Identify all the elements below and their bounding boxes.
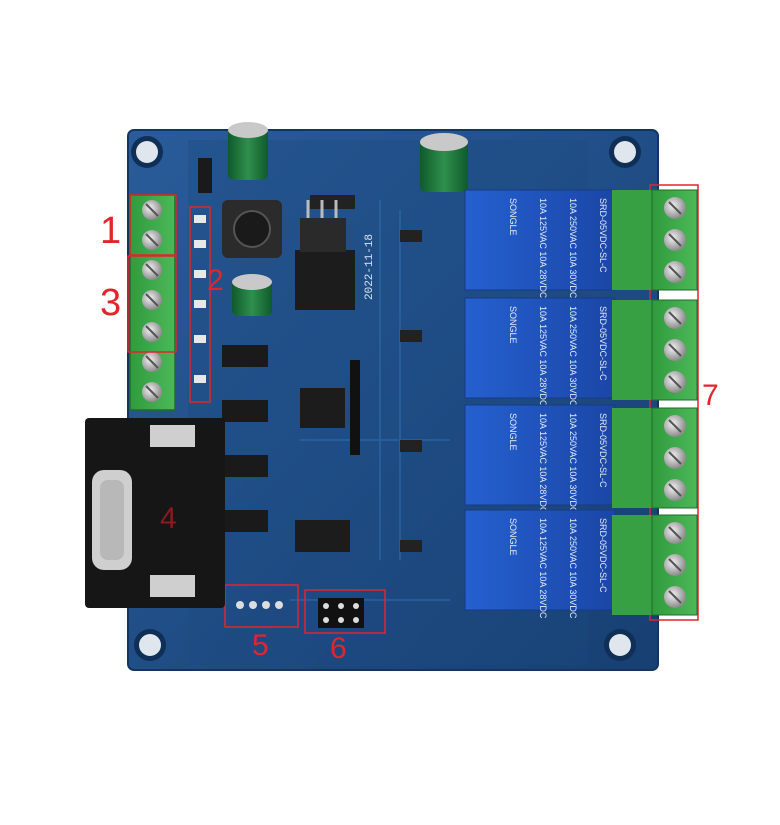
terminal-screw[interactable] (142, 260, 162, 280)
callout-5: 5 (252, 629, 269, 662)
relay: SRD-05VDC-SL-C 10A 250VAC 10A 30VDC 10A 12… (464, 297, 616, 407)
driver-ic (295, 520, 350, 552)
terminal-screw[interactable] (142, 322, 162, 342)
callout-6: 6 (330, 632, 347, 665)
relay-rating-label: 10A 250VAC 10A 30VDC (568, 306, 578, 407)
diode (198, 158, 212, 193)
terminal-screw[interactable] (664, 522, 686, 544)
relay-model-label: SRD-05VDC-SL-C (598, 518, 608, 593)
mounting-hole (604, 629, 636, 661)
terminal-screw[interactable] (664, 447, 686, 469)
terminal-screw[interactable] (664, 586, 686, 608)
terminal-screw[interactable] (664, 229, 686, 251)
terminal-screw[interactable] (664, 479, 686, 501)
terminal-screw[interactable] (664, 371, 686, 393)
relay-brand-label: SONGLE (508, 413, 518, 451)
relay-brand-label: SONGLE (508, 198, 518, 236)
jumper-header-2x3 (318, 598, 364, 628)
voltage-regulator (295, 195, 355, 310)
relay: SRD-05VDC-SL-C 10A 250VAC 10A 30VDC 10A 12… (464, 404, 616, 514)
relay-brand-label: SONGLE (508, 306, 518, 344)
electrolytic-capacitor (232, 274, 272, 316)
terminal-screw[interactable] (664, 554, 686, 576)
terminal-screw[interactable] (142, 352, 162, 372)
terminal-screw[interactable] (664, 415, 686, 437)
relay-rating-label: 10A 250VAC 10A 30VDC (568, 518, 578, 619)
power-inductor (222, 200, 282, 258)
left-terminal-block (129, 194, 176, 411)
terminal-screw[interactable] (664, 307, 686, 329)
electrolytic-capacitor (420, 133, 468, 192)
microcontroller-chip (300, 388, 345, 428)
relay-rating-label: 10A 125VAC 10A 28VDC (538, 518, 548, 619)
relay-rating-label: 10A 250VAC 10A 30VDC (568, 413, 578, 514)
terminal-screw[interactable] (142, 290, 162, 310)
highlight-box-3 (127, 255, 177, 353)
highlight-box-6 (304, 589, 386, 634)
relay-rating-label: 10A 125VAC 10A 28VDC (538, 198, 548, 299)
relay-brand-label: SONGLE (508, 518, 518, 556)
terminal-screw[interactable] (142, 382, 162, 402)
terminal-screw[interactable] (142, 200, 162, 220)
relay-rating-label: 10A 250VAC 10A 30VDC (568, 198, 578, 299)
terminal-screw[interactable] (142, 230, 162, 250)
highlight-box-7 (649, 184, 699, 621)
relay-driver-components (400, 230, 422, 552)
optocoupler-array (222, 345, 268, 532)
indicator-led-column (194, 215, 206, 383)
terminal-screw[interactable] (664, 261, 686, 283)
highlight-box-2 (189, 206, 211, 403)
terminal-screw[interactable] (664, 339, 686, 361)
highlight-box-1 (129, 194, 177, 256)
programming-header (350, 360, 360, 455)
electrolytic-capacitor (228, 122, 268, 180)
relay-rating-label: 10A 125VAC 10A 28VDC (538, 413, 548, 514)
highlight-box-5 (224, 584, 299, 628)
mounting-hole (131, 136, 163, 168)
relay-model-label: SRD-05VDC-SL-C (598, 306, 608, 381)
relay: SRD-05VDC-SL-C 10A 250VAC 10A 30VDC 10A 12… (464, 189, 616, 299)
callout-3: 3 (100, 282, 121, 324)
terminal-screw[interactable] (664, 197, 686, 219)
relay-rating-label: 10A 125VAC 10A 28VDC (538, 306, 548, 407)
relay-model-label: SRD-05VDC-SL-C (598, 198, 608, 273)
callout-7: 7 (702, 379, 719, 412)
four-pin-header (236, 601, 283, 609)
relay-model-label: SRD-05VDC-SL-C (598, 413, 608, 488)
relay: SRD-05VDC-SL-C 10A 250VAC 10A 30VDC 10A 12… (464, 509, 616, 619)
callout-1: 1 (100, 210, 121, 252)
callout-4: 4 (160, 502, 177, 535)
mounting-hole (134, 629, 166, 661)
mounting-hole (609, 136, 641, 168)
date-silkscreen: 2022-11-18 (364, 234, 376, 300)
callout-2: 2 (207, 264, 224, 297)
db9-serial-connector (85, 418, 225, 608)
